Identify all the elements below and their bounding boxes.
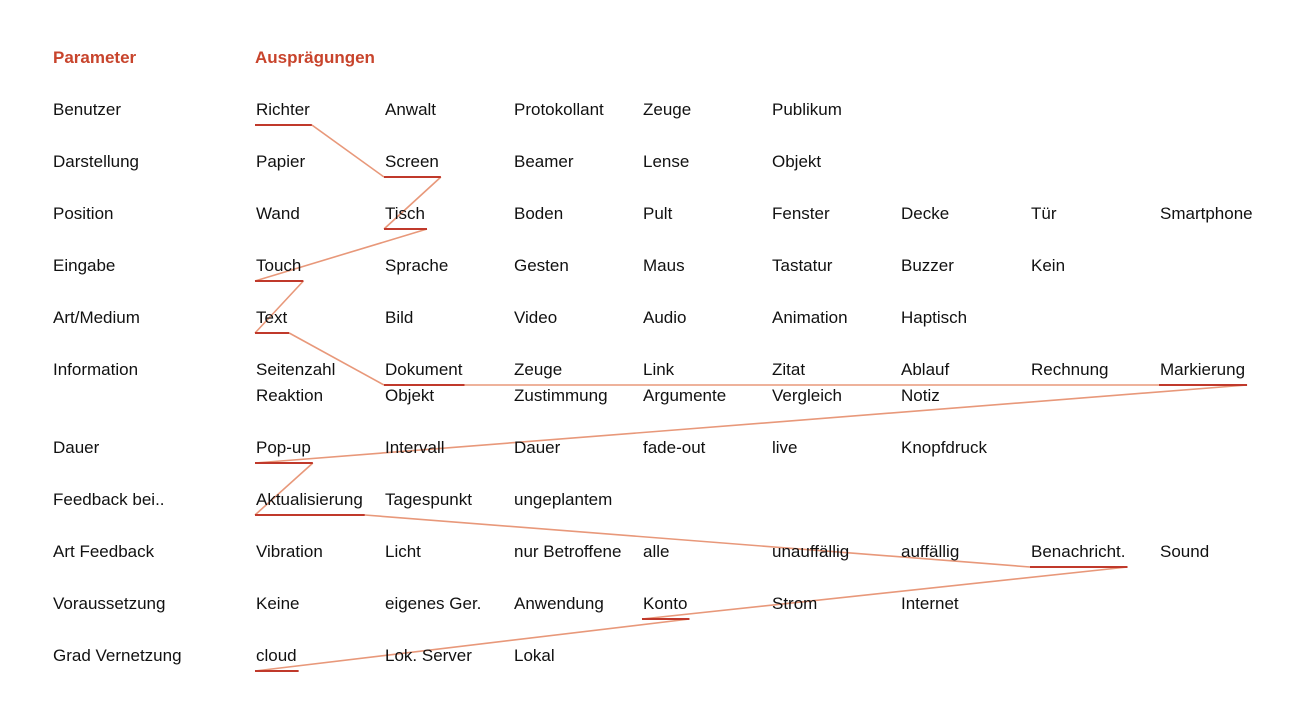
parameter-label: Information xyxy=(53,360,139,379)
path-connector xyxy=(383,176,442,230)
option-cell: Haptisch xyxy=(901,308,968,327)
parameter-label: Benutzer xyxy=(53,100,122,119)
option-cell: Zeuge xyxy=(514,360,563,379)
option-cell: Objekt xyxy=(385,386,435,405)
parameter-label: Feedback bei.. xyxy=(53,490,165,509)
option-cell: live xyxy=(772,438,798,457)
parameter-label: Darstellung xyxy=(53,152,139,171)
option-cell: Pult xyxy=(643,204,673,223)
option-cell: Notiz xyxy=(901,386,940,405)
option-cell: Strom xyxy=(772,594,818,613)
option-cell: Tür xyxy=(1031,204,1057,223)
option-cell: Benachricht. xyxy=(1031,542,1126,561)
option-cell: Sound xyxy=(1160,542,1210,561)
option-cell: Internet xyxy=(901,594,959,613)
option-cell: Kein xyxy=(1031,256,1066,275)
option-cell: Tagespunkt xyxy=(385,490,472,509)
path-connector xyxy=(254,462,314,516)
option-cell: Protokollant xyxy=(514,100,604,119)
option-cell: fade-out xyxy=(643,438,706,457)
option-cell: Decke xyxy=(901,204,950,223)
parameter-label: Art/Medium xyxy=(53,308,140,327)
option-cell: Knopfdruck xyxy=(901,438,987,457)
option-cell: Pop-up xyxy=(256,438,311,457)
header-parameter: Parameter xyxy=(53,48,137,67)
parameter-label: Voraussetzung xyxy=(53,594,166,613)
option-cell: Lok. Server xyxy=(385,646,472,665)
option-cell: Video xyxy=(514,308,558,327)
option-cell: Boden xyxy=(514,204,564,223)
option-cell: Buzzer xyxy=(901,256,954,275)
option-cell: Link xyxy=(643,360,675,379)
path-connector xyxy=(311,124,385,178)
option-cell: Vergleich xyxy=(772,386,842,405)
path-connector xyxy=(641,566,1128,620)
option-cell: Fenster xyxy=(772,204,830,223)
header-auspraegungen: Ausprägungen xyxy=(255,48,375,67)
option-cell: cloud xyxy=(256,646,297,665)
option-cell: Publikum xyxy=(772,100,842,119)
option-cell: nur Betroffene xyxy=(514,542,622,561)
option-cell: Richter xyxy=(256,100,310,119)
parameter-label: Position xyxy=(53,204,114,223)
option-cell: Vibration xyxy=(256,542,323,561)
option-cell: Bild xyxy=(385,308,414,327)
option-cell: Beamer xyxy=(514,152,574,171)
option-cell: alle xyxy=(643,542,670,561)
option-cell: Reaktion xyxy=(256,386,324,405)
option-cell: Intervall xyxy=(385,438,445,457)
option-cell: Zeuge xyxy=(643,100,692,119)
option-cell: Touch xyxy=(256,256,302,275)
option-cell: Keine xyxy=(256,594,300,613)
option-cell: Wand xyxy=(256,204,300,223)
option-cell: Tastatur xyxy=(772,256,833,275)
option-cell: Objekt xyxy=(772,152,822,171)
option-cell: Tisch xyxy=(385,204,425,223)
option-cell: Ablauf xyxy=(901,360,950,379)
option-cell: Lokal xyxy=(514,646,555,665)
option-cell: Aktualisierung xyxy=(256,490,363,509)
path-connector xyxy=(254,228,428,282)
option-cell: Audio xyxy=(643,308,687,327)
path-connector xyxy=(364,514,1031,568)
option-cell: Dokument xyxy=(385,360,463,379)
path-connector xyxy=(254,384,1248,464)
option-cell: Screen xyxy=(385,152,439,171)
option-cell: Lense xyxy=(643,152,690,171)
option-cell: Papier xyxy=(256,152,306,171)
path-connector xyxy=(288,332,385,386)
option-cell: Anwalt xyxy=(385,100,437,119)
option-cell: Markierung xyxy=(1160,360,1246,379)
option-cell: Zustimmung xyxy=(514,386,608,405)
path-connector xyxy=(254,280,304,334)
parameter-label: Eingabe xyxy=(53,256,116,275)
option-cell: Anwendung xyxy=(514,594,604,613)
option-cell: Konto xyxy=(643,594,688,613)
path-connector xyxy=(254,618,690,672)
option-cell: Smartphone xyxy=(1160,204,1253,223)
option-cell: eigenes Ger. xyxy=(385,594,482,613)
option-cell: Gesten xyxy=(514,256,569,275)
option-cell: Dauer xyxy=(514,438,561,457)
parameter-label: Art Feedback xyxy=(53,542,155,561)
option-cell: Zitat xyxy=(772,360,806,379)
parameter-label: Grad Vernetzung xyxy=(53,646,182,665)
option-cell: ungeplantem xyxy=(514,490,613,509)
option-cell: unauffällig xyxy=(772,542,850,561)
option-cell: Text xyxy=(256,308,288,327)
parameter-label: Dauer xyxy=(53,438,100,457)
option-cell: auffällig xyxy=(901,542,960,561)
option-cell: Rechnung xyxy=(1031,360,1109,379)
option-cell: Licht xyxy=(385,542,421,561)
option-cell: Sprache xyxy=(385,256,449,275)
option-cell: Animation xyxy=(772,308,848,327)
option-cell: Maus xyxy=(643,256,685,275)
option-cell: Seitenzahl xyxy=(256,360,336,379)
option-cell: Argumente xyxy=(643,386,727,405)
